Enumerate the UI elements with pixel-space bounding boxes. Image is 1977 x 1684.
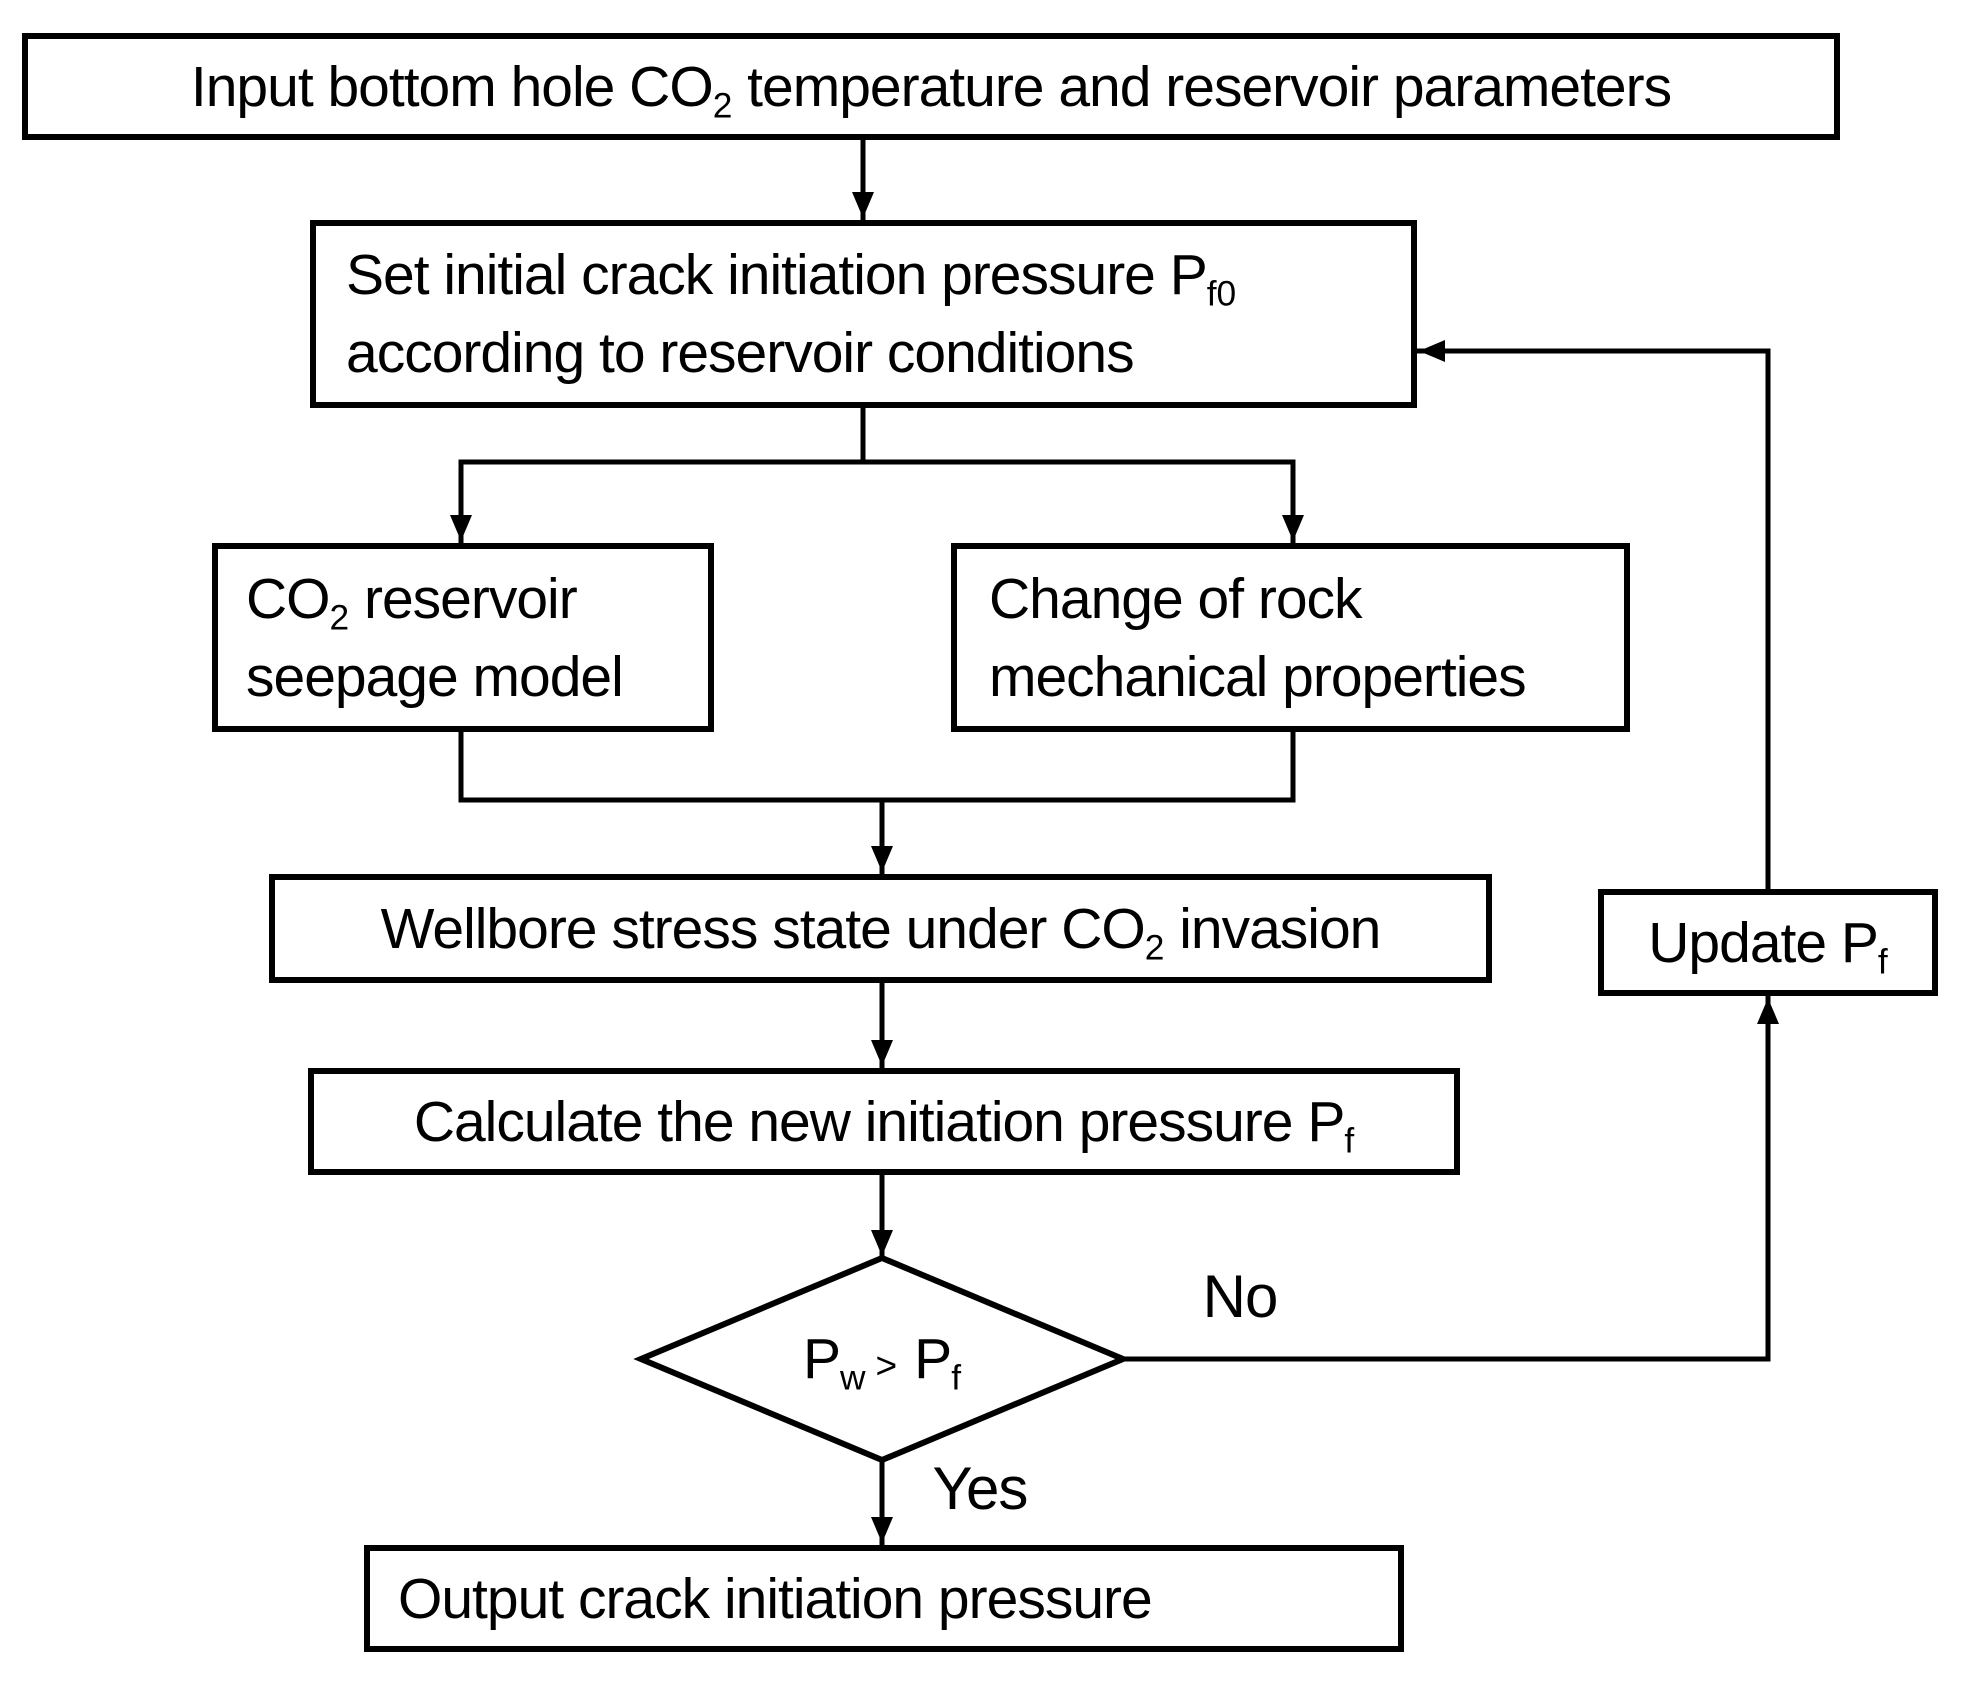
text-segment: P bbox=[802, 1327, 841, 1391]
flow-box-text-line1: Set initial crack initiation pressure Pf… bbox=[346, 236, 1411, 314]
flow-box-output-pressure: Output crack initiation pressure bbox=[364, 1545, 1404, 1652]
text-segment: Pf bbox=[914, 1326, 961, 1395]
edge-label-no: No bbox=[1202, 1263, 1279, 1330]
decision-diamond-shape bbox=[633, 1254, 1131, 1464]
subscript: 2 bbox=[712, 85, 733, 125]
flow-box-text: Calculate the new initiation pressure Pf bbox=[414, 1083, 1354, 1161]
flow-box-update-pf: Update Pf bbox=[1598, 889, 1938, 996]
flow-box-text-line2: according to reservoir conditions bbox=[346, 314, 1411, 392]
subscript: f bbox=[1877, 941, 1888, 981]
flow-box-text-line2: mechanical properties bbox=[989, 638, 1624, 716]
flow-box-text: Output crack initiation pressure bbox=[398, 1560, 1398, 1638]
text-segment: seepage model bbox=[246, 644, 624, 709]
text-segment: temperature and reservoir parameters bbox=[732, 54, 1672, 119]
flow-box-rock-mechanical-change: Change of rock mechanical properties bbox=[951, 543, 1630, 732]
flow-box-text: Wellbore stress state under CO2 invasion bbox=[380, 890, 1382, 968]
subscript: w bbox=[840, 1358, 866, 1398]
subscript: f bbox=[951, 1358, 962, 1398]
text-segment: P bbox=[914, 1327, 952, 1391]
text-segment: Set initial crack initiation pressure P bbox=[346, 243, 1208, 307]
flow-box-co2-seepage-model: CO2 reservoir seepage model bbox=[212, 543, 714, 732]
text-segment: CO bbox=[246, 566, 330, 631]
text-segment: Update P bbox=[1648, 910, 1879, 975]
text-segment: Calculate the new initiation pressure P bbox=[413, 1089, 1346, 1154]
text-segment: Pw bbox=[802, 1326, 866, 1395]
subscript: 2 bbox=[329, 597, 350, 637]
flow-box-text-line1: CO2 reservoir bbox=[246, 560, 708, 638]
decision-diamond-label: Pw> Pf bbox=[641, 1309, 1123, 1409]
flow-box-text-line1: Change of rock bbox=[989, 560, 1624, 638]
flow-box-text: Input bottom hole CO2 temperature and re… bbox=[190, 48, 1672, 126]
flow-box-text-line2: seepage model bbox=[246, 638, 708, 716]
edge-label-yes: Yes bbox=[932, 1455, 1029, 1522]
text-segment: Wellbore stress state under CO bbox=[380, 896, 1146, 961]
flow-box-wellbore-stress: Wellbore stress state under CO2 invasion bbox=[269, 874, 1492, 983]
flow-box-input-parameters: Input bottom hole CO2 temperature and re… bbox=[22, 33, 1840, 140]
comparison-operator: > bbox=[875, 1344, 898, 1387]
subscript: f0 bbox=[1206, 274, 1237, 314]
subscript: f bbox=[1344, 1120, 1355, 1160]
text-segment: Output crack initiation pressure bbox=[398, 1566, 1153, 1631]
text-segment: invasion bbox=[1164, 896, 1381, 961]
text-segment: Change of rock bbox=[989, 566, 1363, 631]
text-segment: according to reservoir conditions bbox=[346, 321, 1135, 385]
flow-box-set-initial-pressure: Set initial crack initiation pressure Pf… bbox=[310, 220, 1417, 408]
subscript: 2 bbox=[1144, 927, 1165, 967]
text-segment: mechanical properties bbox=[989, 644, 1527, 709]
text-segment: Input bottom hole CO bbox=[190, 54, 714, 119]
flow-box-text: Update Pf bbox=[1648, 904, 1888, 982]
text-segment: reservoir bbox=[349, 566, 578, 631]
flow-box-calculate-pressure: Calculate the new initiation pressure Pf bbox=[308, 1068, 1460, 1175]
